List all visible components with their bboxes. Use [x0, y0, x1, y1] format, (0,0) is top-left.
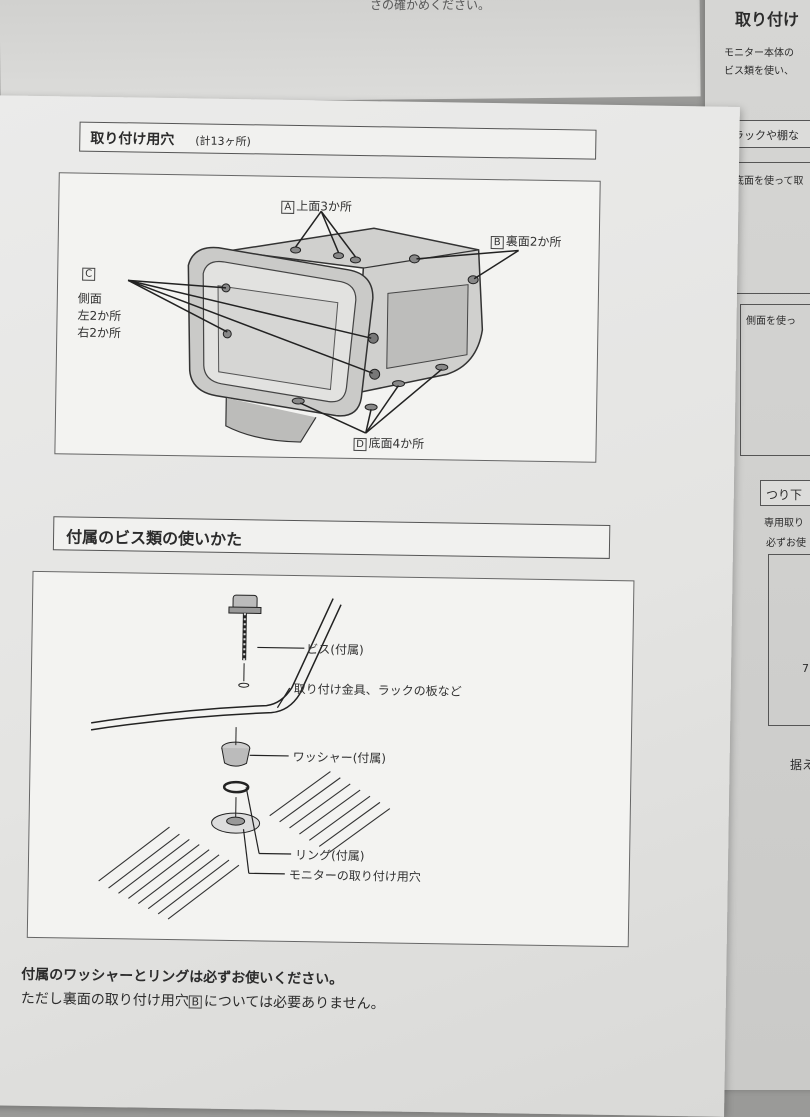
right-line-1: モニター本体の [724, 44, 794, 59]
right-box-1-sub: 底面を使って取 [734, 172, 804, 187]
monitor-illustration [55, 173, 599, 461]
footer-line-2-prefix: ただし裏面の取り付け用穴 [21, 991, 189, 1010]
right-box-3-label: つり下 [766, 486, 802, 503]
label-c-line3: 右2か所 [77, 324, 121, 342]
footer-line-2-marker: B [189, 995, 202, 1008]
right-line-2: ビス類を使い、 [724, 62, 794, 77]
label-ring: リング(付属) [295, 846, 365, 864]
label-c-line2: 左2か所 [77, 307, 121, 325]
right-heading: 取り付け [735, 6, 799, 30]
screw-usage-diagram: ビス(付属) 取り付け金具、ラックの板など ワッシャー(付属) リング(付属) … [27, 571, 635, 947]
label-b-marker: B [491, 236, 504, 249]
label-b-text: 裏面2か所 [506, 234, 562, 249]
footer-line-2-suffix: については必要ありません。 [204, 994, 385, 1013]
label-d-text: 底面4か所 [368, 436, 424, 451]
section1-heading: 取り付け用穴 [90, 128, 174, 149]
right-panel-3 [768, 554, 810, 726]
right-box-1-label: ラックや棚な [733, 127, 799, 143]
right-fragment-1: 7 [802, 662, 809, 675]
label-d-marker: D [353, 438, 366, 451]
label-washer: ワッシャー(付属) [293, 748, 387, 766]
right-box-3-line2: 必ずお使 [766, 534, 806, 549]
main-page: 取り付け用穴 (計13ヶ所) [0, 95, 740, 1117]
right-box-3-line1: 専用取り [764, 514, 804, 529]
label-hole: モニターの取り付け用穴 [289, 866, 421, 885]
label-screw: ビス(付属) [306, 640, 364, 658]
label-c-marker: C [82, 268, 95, 281]
right-fragment-2: 据え [790, 756, 810, 773]
top-strip-text: さの確かめください。 [370, 0, 490, 13]
label-a-text: 上面3か所 [296, 199, 352, 214]
section1-heading-bar: 取り付け用穴 (計13ヶ所) [79, 122, 596, 160]
label-bracket: 取り付け金具、ラックの板など [294, 680, 462, 700]
label-c-line1: 側面 [78, 290, 102, 307]
section1-heading-sub: (計13ヶ所) [195, 132, 251, 149]
top-page-strip [0, 0, 701, 104]
section2-heading: 付属のビス類の使いかた [66, 523, 242, 550]
footer-line-1: 付属のワッシャーとリングは必ずお使いください。 [21, 964, 343, 989]
label-c-marker-wrap: C [82, 266, 97, 281]
section2-heading-bar: 付属のビス類の使いかた [53, 516, 610, 559]
right-box-2-sub: 側面を使っ [746, 312, 796, 327]
label-a-marker: A [281, 201, 294, 214]
